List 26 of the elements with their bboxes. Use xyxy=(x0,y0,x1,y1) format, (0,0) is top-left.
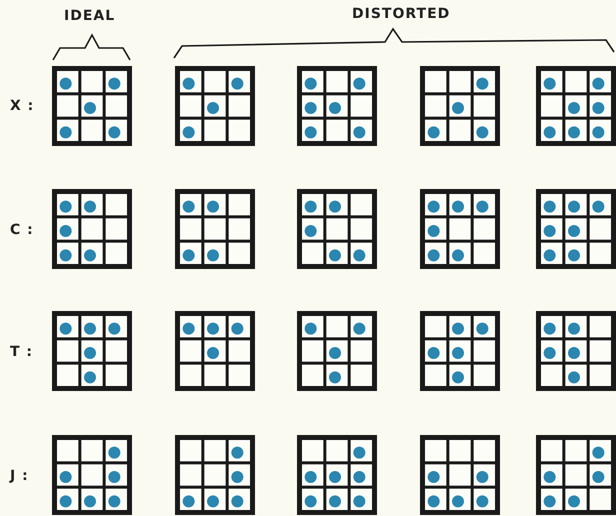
dot-grid xyxy=(52,66,132,146)
dot-grid xyxy=(420,189,500,269)
dot-grid xyxy=(536,66,616,146)
column-heading: DISTORTED xyxy=(352,6,450,22)
dot-grid xyxy=(175,435,255,515)
row-label: T : xyxy=(10,344,34,360)
row-label: C : xyxy=(10,222,34,238)
dot-grid xyxy=(420,435,500,515)
dot-grid xyxy=(52,311,132,391)
dot-grid xyxy=(420,311,500,391)
dot-grid xyxy=(52,189,132,269)
dot-grid xyxy=(175,189,255,269)
row-label: J : xyxy=(10,468,29,484)
dot-grid xyxy=(297,435,377,515)
column-heading: IDEAL xyxy=(64,8,116,24)
dot-grid xyxy=(175,66,255,146)
dot-grid xyxy=(536,189,616,269)
dot-grid xyxy=(536,435,616,515)
dot-grid xyxy=(297,66,377,146)
row-label: X : xyxy=(10,98,34,114)
dot-grid xyxy=(52,435,132,515)
dot-grid xyxy=(297,189,377,269)
dot-grid xyxy=(536,311,616,391)
dot-grid xyxy=(175,311,255,391)
dot-grid xyxy=(420,66,500,146)
dot-grid xyxy=(297,311,377,391)
